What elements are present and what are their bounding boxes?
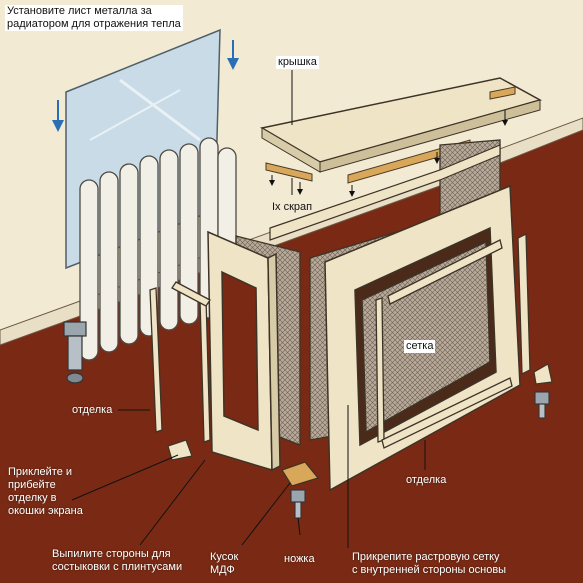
leader-mdf xyxy=(241,482,291,546)
label-lid: крышка xyxy=(276,56,319,69)
label-mesh: сетка xyxy=(404,340,436,353)
leader-cut xyxy=(139,459,206,546)
label-trim-left: отделка xyxy=(72,404,113,416)
trim-wedge-right xyxy=(533,363,553,385)
leader-leg xyxy=(297,517,301,536)
scrap-strip-back xyxy=(489,86,516,100)
trim-pieces xyxy=(149,232,531,449)
radiator-valve xyxy=(63,321,87,384)
side-frame-left xyxy=(207,230,281,472)
label-mdf-piece: Кусок МДФ xyxy=(210,551,239,576)
label-cut-sides: Выпилите стороны для состыковки с плинту… xyxy=(52,548,183,573)
leader-glue xyxy=(71,454,179,501)
label-attach-mesh: Прикрепите растровую сетку с внутренней … xyxy=(352,551,507,576)
label-scrap: Iх скрап xyxy=(272,201,313,213)
leg-right xyxy=(534,391,550,419)
label-trim-right: отделка xyxy=(406,474,447,486)
leg-left xyxy=(290,489,306,519)
label-leg: ножка xyxy=(284,553,315,565)
label-glue-trim: Приклейте и прибейте отделку в окошки эк… xyxy=(8,466,83,517)
trim-wedge-left xyxy=(167,439,193,461)
mdf-piece xyxy=(281,461,320,487)
scrap-strip-left xyxy=(265,162,313,182)
cover-top-strip xyxy=(269,144,501,241)
label-metal-sheet: Установите лист металла за радиатором дл… xyxy=(5,5,183,31)
